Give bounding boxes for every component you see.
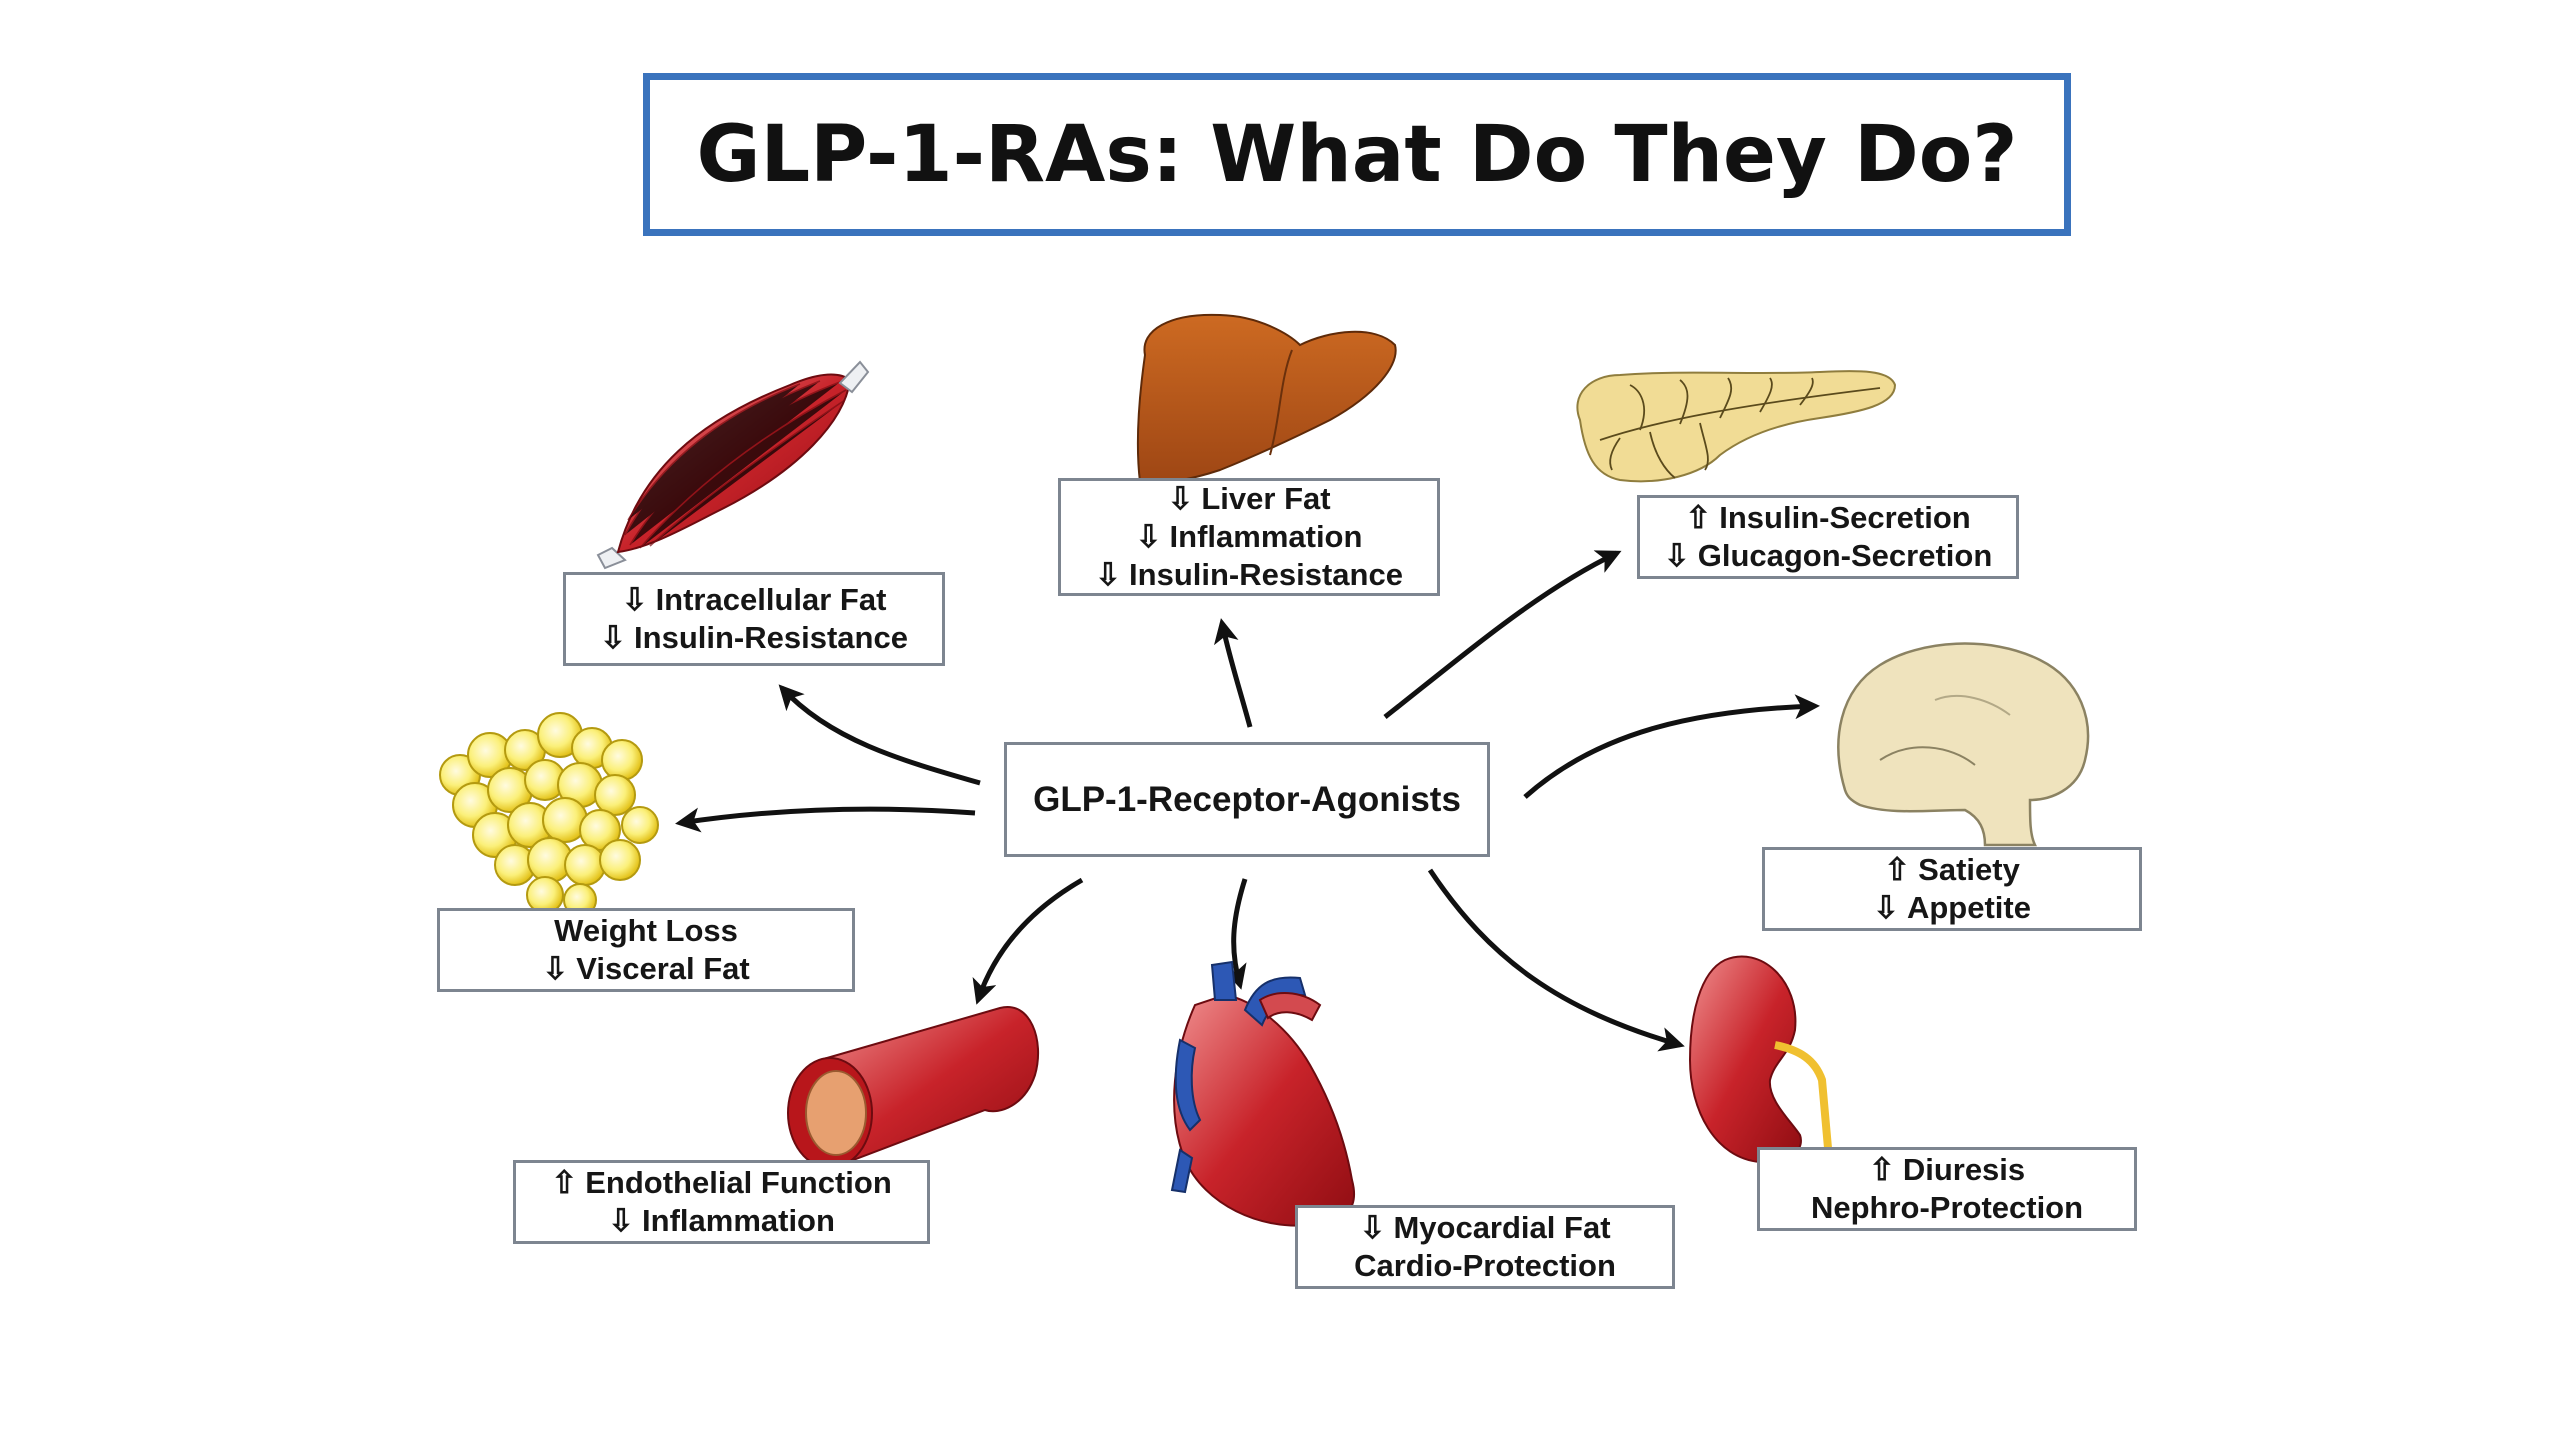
label-line: ⇩Glucagon-Secretion: [1664, 537, 1993, 575]
center-label: GLP-1-Receptor-Agonists: [1033, 779, 1461, 819]
label-text: Satiety: [1918, 852, 2020, 888]
label-line: ⇧Satiety: [1884, 851, 2020, 889]
label-text: Myocardial Fat: [1393, 1210, 1611, 1246]
arrow-down-icon: ⇩: [1873, 890, 1899, 925]
arrow-up-icon: ⇧: [1884, 852, 1911, 888]
label-text: Inflammation: [642, 1203, 835, 1238]
fat-cells-icon: [439, 712, 659, 917]
label-box-pancreas: ⇧Insulin-Secretion ⇩Glucagon-Secretion: [1637, 495, 2019, 579]
blood-vessel-icon: [787, 1005, 1040, 1169]
arrow-up-icon: ⇧: [1868, 1152, 1895, 1188]
label-text: Insulin-Secretion: [1719, 500, 1971, 536]
label-line: Cardio-Protection: [1354, 1247, 1616, 1285]
label-text: Nephro-Protection: [1810, 1190, 2084, 1225]
label-line: ⇩Intracellular Fat: [622, 581, 887, 619]
label-line: Weight Loss: [554, 912, 738, 950]
arrow-to-vessel: [972, 877, 1084, 1005]
label-box-liver: ⇩Liver Fat ⇩Inflammation ⇩Insulin-Resist…: [1058, 478, 1440, 596]
arrow-down-icon: ⇩: [1167, 481, 1194, 517]
label-line: Nephro-Protection: [1811, 1189, 2083, 1227]
arrow-to-brain: [1523, 694, 1820, 799]
label-box-vessel: ⇧Endothelial Function ⇩Inflammation: [513, 1160, 930, 1244]
label-line: ⇩Liver Fat: [1167, 480, 1330, 518]
arrow-down-icon: ⇩: [600, 620, 627, 655]
arrow-down-icon: ⇩: [1135, 519, 1162, 555]
arrow-to-pancreas: [1383, 550, 1622, 719]
muscle-icon: [596, 360, 870, 570]
page-title: GLP-1-RAs: What Do They Do?: [696, 109, 2018, 200]
arrow-to-heart: [1222, 878, 1248, 990]
label-text: Weight Loss: [554, 913, 738, 949]
label-text: Inflammation: [1169, 519, 1363, 555]
pancreas-icon: [1576, 370, 1897, 483]
arrows: [675, 550, 1820, 1052]
center-box: GLP-1-Receptor-Agonists: [1004, 742, 1490, 857]
arrow-down-icon: ⇩: [1095, 556, 1122, 592]
label-box-heart: ⇩Myocardial Fat Cardio-Protection: [1295, 1205, 1675, 1289]
label-line: ⇩Insulin-Resistance: [1095, 556, 1403, 594]
label-box-muscle: ⇩Intracellular Fat ⇩Insulin-Resistance: [563, 572, 945, 666]
label-text: Intracellular Fat: [655, 582, 887, 618]
label-line: ⇩Visceral Fat: [542, 950, 749, 988]
label-line: ⇩Insulin-Resistance: [600, 619, 908, 657]
label-line: ⇧Endothelial Function: [551, 1164, 892, 1202]
label-line: ⇩Appetite: [1873, 889, 2031, 927]
label-box-kidney: ⇧Diuresis Nephro-Protection: [1757, 1147, 2137, 1231]
arrow-to-muscle: [778, 684, 981, 786]
arrow-to-kidney: [1427, 868, 1685, 1052]
arrow-down-icon: ⇩: [542, 951, 569, 986]
label-text: Appetite: [1906, 890, 2031, 925]
label-line: ⇧Diuresis: [1869, 1151, 2025, 1189]
arrow-down-icon: ⇩: [1359, 1210, 1386, 1246]
arrow-to-liver: [1214, 618, 1253, 728]
arrow-down-icon: ⇩: [1663, 538, 1690, 573]
label-text: Glucagon-Secretion: [1697, 538, 1993, 573]
label-text: Endothelial Function: [585, 1165, 892, 1201]
arrow-up-icon: ⇧: [551, 1165, 578, 1201]
label-line: ⇩Inflammation: [1136, 518, 1363, 556]
label-line: ⇩Inflammation: [608, 1202, 835, 1240]
label-line: ⇧Insulin-Secretion: [1685, 499, 1970, 537]
label-text: Visceral Fat: [576, 951, 750, 986]
label-box-fat: Weight Loss ⇩Visceral Fat: [437, 908, 855, 992]
label-box-brain: ⇧Satiety ⇩Appetite: [1762, 847, 2142, 931]
label-text: Insulin-Resistance: [634, 620, 908, 655]
label-text: Liver Fat: [1201, 481, 1331, 517]
title-box: GLP-1-RAs: What Do They Do?: [643, 73, 2071, 236]
arrow-down-icon: ⇩: [608, 1203, 635, 1238]
kidney-icon: [1688, 955, 1832, 1164]
arrow-up-icon: ⇧: [1685, 500, 1712, 536]
label-line: ⇩Myocardial Fat: [1359, 1209, 1610, 1247]
label-text: Diuresis: [1902, 1152, 2026, 1188]
heart-icon: [1170, 960, 1356, 1227]
liver-icon: [1136, 313, 1397, 484]
arrow-down-icon: ⇩: [621, 582, 648, 618]
label-text: Cardio-Protection: [1354, 1248, 1616, 1283]
arrow-to-fat: [675, 806, 976, 833]
brain-icon: [1837, 642, 2090, 847]
label-text: Insulin-Resistance: [1129, 556, 1403, 592]
